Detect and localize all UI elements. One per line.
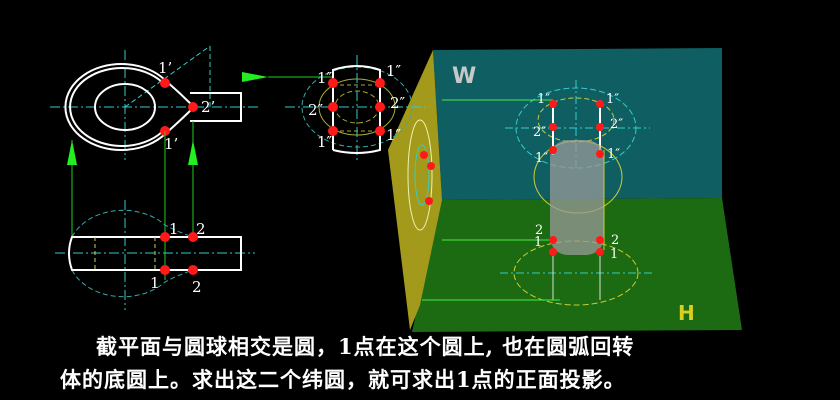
v-plane: [388, 50, 442, 330]
point-label: 1: [169, 220, 179, 238]
h-plane-label: H: [678, 301, 695, 325]
point-label: 2: [192, 278, 202, 296]
caption-line-2: 体的底圆上。求出这二个纬圆，就可求出1点的正面投影。: [60, 367, 626, 392]
point-label: 1″: [317, 69, 333, 87]
side-view: 1″ 1″ 2″ 2″ 1″ 1″: [285, 55, 430, 160]
point-label: 1’: [158, 59, 172, 77]
arrow-up-icon: [188, 140, 198, 165]
3d-label: 1″: [535, 151, 548, 166]
3d-label: 1″: [607, 147, 620, 162]
3d-label: 1″: [606, 92, 619, 107]
3d-label: 2″: [533, 125, 546, 140]
projection-lines: [67, 121, 198, 280]
point-label: 1’: [164, 135, 178, 153]
point-label: 1: [150, 274, 160, 292]
3d-label: 1: [610, 247, 618, 262]
caption-line-1: 截平面与圆球相交是圆，1点在这个圆上, 也在圆弧回转: [96, 334, 635, 359]
point-label: 2’: [201, 98, 215, 116]
w-plane-label: W: [452, 64, 476, 89]
3d-model: W H 1″ 1″ 2″: [388, 48, 742, 332]
arrow-right-icon: [242, 72, 268, 82]
point-label: 2″: [308, 101, 324, 119]
w-plane: [433, 48, 722, 200]
point-label: 1″: [386, 62, 402, 80]
top-view: 1’ 2’ 1’: [50, 45, 332, 160]
front-view: 1 2 1 2: [55, 200, 255, 310]
3d-label: 2″: [610, 117, 623, 132]
3d-label: 2: [535, 223, 543, 238]
3d-label: 1″: [537, 92, 550, 107]
3d-solid: [550, 140, 604, 255]
point-label: 1″: [317, 133, 333, 151]
3d-label: 1: [534, 235, 542, 250]
3d-points: [420, 100, 604, 256]
arrow-up-icon: [67, 140, 77, 165]
point-label: 1″: [386, 126, 402, 144]
3d-label: 2: [611, 233, 619, 248]
h-plane: [412, 198, 742, 332]
point-label: 2: [196, 220, 206, 238]
point-label: 2″: [390, 94, 406, 112]
